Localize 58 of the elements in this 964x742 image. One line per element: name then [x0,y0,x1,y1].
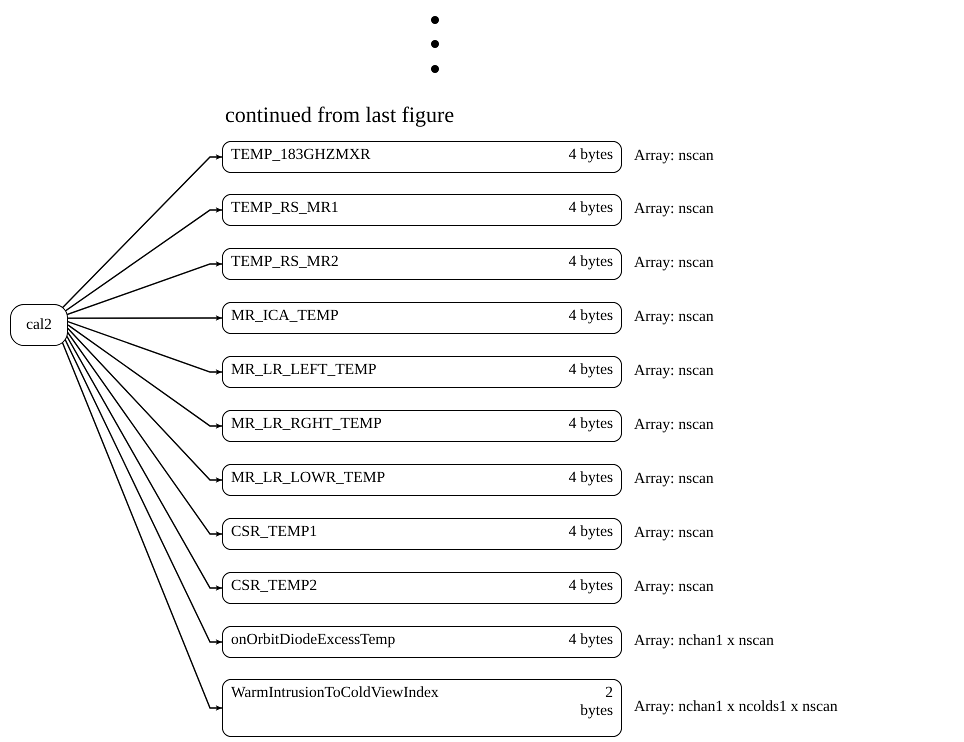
arrow [64,338,222,645]
field-name: MR_ICA_TEMP [231,307,339,325]
field-size: 2 bytes [579,684,613,720]
field-box [222,248,622,280]
field-name: MR_LR_RGHT_TEMP [231,415,382,433]
field-name: WarmIntrusionToColdViewIndex [231,684,439,702]
field-size: 4 bytes [568,253,613,271]
field-name: CSR_TEMP2 [231,577,318,595]
field-name: TEMP_RS_MR1 [231,199,339,217]
arrow [68,324,222,429]
field-box [222,679,622,737]
field-name: onOrbitDiodeExcessTemp [231,631,396,649]
arrow [67,315,222,321]
arrow [66,261,222,316]
field-box [222,141,622,173]
field-box [222,626,622,658]
field-size: 4 bytes [568,307,613,325]
array-dimension-note: Array: nscan [634,254,714,272]
field-size: 4 bytes [568,146,613,164]
array-dimension-note: Array: nscan [634,200,714,218]
array-dimension-note: Array: nscan [634,578,714,596]
field-name: TEMP_RS_MR2 [231,253,339,271]
field-size: 4 bytes [568,199,613,217]
field-box [222,194,622,226]
field-name: CSR_TEMP1 [231,523,318,541]
arrow [68,320,222,375]
field-name: MR_LR_LEFT_TEMP [231,361,377,379]
array-dimension-note: Array: nscan [634,147,714,165]
field-name: TEMP_183GHZMXR [231,146,371,164]
root-node-box [10,304,68,346]
field-box [222,518,622,550]
arrow [62,154,222,308]
field-size: 4 bytes [568,469,613,487]
field-box [222,302,622,334]
arrow [62,342,222,711]
array-dimension-note: Array: nscan [634,524,714,542]
array-dimension-note: Array: nscan [634,416,714,434]
field-size: 4 bytes [568,361,613,379]
field-box [222,572,622,604]
field-box [222,464,622,496]
field-size: 4 bytes [568,523,613,541]
field-name: MR_LR_LOWR_TEMP [231,469,386,487]
caption-note: continued from last figure [225,102,454,128]
arrow [64,207,222,312]
field-box [222,356,622,388]
array-dimension-note: Array: nscan [634,362,714,380]
arrow [67,328,222,483]
array-dimension-note: Array: nchan1 x ncolds1 x nscan [634,698,838,716]
node-label: cal2 [26,316,52,334]
field-size: 4 bytes [568,631,613,649]
arrow [66,334,222,591]
array-dimension-note: Array: nscan [634,470,714,488]
field-size: 4 bytes [568,577,613,595]
array-dimension-note: Array: nchan1 x nscan [634,632,774,650]
arrow [66,331,222,537]
field-size: 4 bytes [568,415,613,433]
array-dimension-note: Array: nscan [634,308,714,326]
field-box [222,410,622,442]
